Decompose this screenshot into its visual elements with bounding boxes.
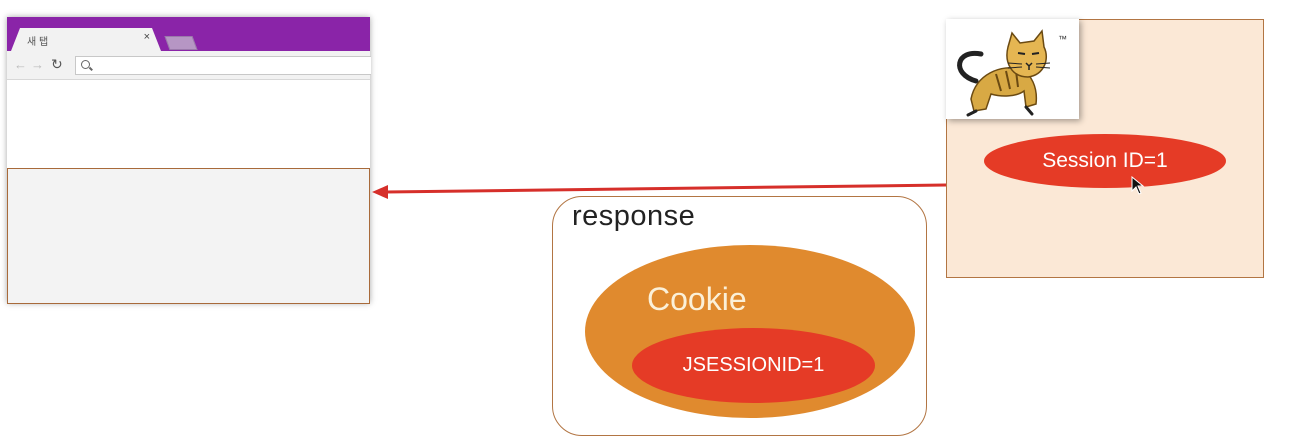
- browser-toolbar: ← → ↻: [7, 51, 371, 80]
- page-content: [7, 80, 370, 168]
- jsessionid-badge: JSESSIONID=1: [632, 328, 875, 403]
- back-button[interactable]: ←: [14, 57, 27, 72]
- search-icon: [81, 60, 90, 69]
- trademark-mark: ™: [1058, 34, 1067, 44]
- session-id-label: Session ID=1: [1042, 149, 1168, 172]
- session-id-badge: Session ID=1: [984, 134, 1226, 188]
- reload-button[interactable]: ↻: [51, 56, 63, 72]
- browser-window: 새 탭 × ← → ↻: [7, 17, 371, 304]
- forward-button[interactable]: →: [31, 57, 44, 72]
- jsessionid-label: JSESSIONID=1: [682, 354, 825, 376]
- tomcat-logo: [946, 19, 1079, 119]
- tab-bar: 새 탭 ×: [7, 17, 370, 51]
- cookie-label: Cookie: [647, 281, 747, 317]
- browser-tab[interactable]: 새 탭 ×: [11, 28, 161, 51]
- mouse-cursor-icon: [1131, 176, 1145, 195]
- address-bar[interactable]: [75, 56, 371, 75]
- tomcat-cat-icon: [957, 29, 1051, 117]
- tab-title: 새 탭: [27, 37, 49, 48]
- tab-close-icon[interactable]: ×: [143, 31, 150, 43]
- browser-cookie-storage: [7, 168, 370, 304]
- response-label: response: [572, 200, 696, 232]
